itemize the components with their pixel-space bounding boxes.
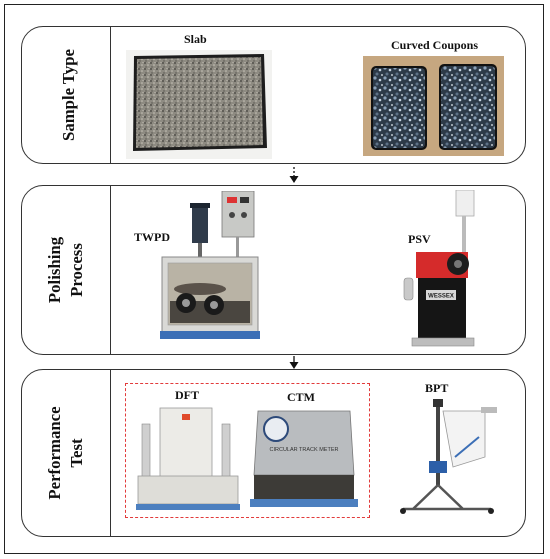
ctm-device-text: CIRCULAR TRACK METER — [270, 447, 339, 453]
label-ctm: CTM — [287, 390, 315, 404]
slab-image — [126, 50, 272, 159]
title-performance: Performance — [45, 406, 64, 500]
ctm-device-image: CIRCULAR TRACK METER — [250, 410, 358, 507]
title-polishing: Polishing — [45, 236, 64, 303]
label-slab: Slab — [184, 32, 207, 46]
panel-title-sample-type: Sample Type — [22, 27, 110, 163]
bpt-device-image — [400, 399, 497, 514]
title-process: Process — [67, 243, 86, 297]
label-curved-coupons: Curved Coupons — [391, 38, 479, 52]
title-sample-type: Sample Type — [59, 49, 78, 141]
twpd-machine-image — [160, 191, 260, 339]
panel-title-polishing-process: Polishing Process — [22, 186, 110, 354]
psv-machine-image: WESSEX — [403, 190, 475, 347]
label-dft: DFT — [175, 388, 199, 402]
panel-divider — [110, 27, 111, 163]
psv-badge-text: WESSEX — [428, 294, 454, 300]
title-test: Test — [67, 438, 86, 468]
label-psv: PSV — [408, 232, 431, 246]
curved-coupons-image — [363, 56, 504, 156]
arrow-down-1 — [289, 167, 299, 183]
panel-divider — [110, 186, 111, 354]
dft-device-image — [136, 407, 240, 510]
label-twpd: TWPD — [134, 230, 170, 244]
panel-divider — [110, 370, 111, 536]
figure-frame — [4, 4, 544, 554]
arrow-down-2 — [289, 356, 299, 369]
label-bpt: BPT — [425, 381, 449, 395]
dft-ctm-dashed-group — [125, 383, 370, 518]
panel-title-performance-test: Performance Test — [22, 370, 110, 536]
